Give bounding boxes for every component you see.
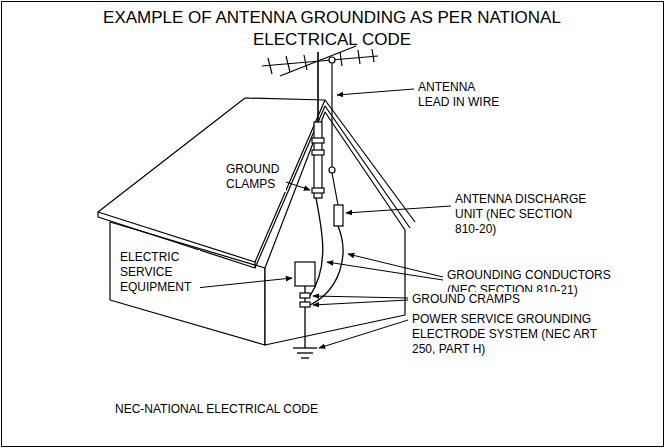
leader-line — [319, 320, 408, 348]
ground-clamp — [300, 293, 310, 298]
antenna-element — [286, 56, 290, 72]
leader-line — [348, 254, 443, 277]
leader-line — [337, 89, 414, 95]
ground-clamp — [312, 188, 324, 193]
roof-edge — [325, 100, 415, 222]
leader-line — [313, 296, 408, 298]
antenna-element — [304, 55, 307, 70]
antenna-element — [358, 50, 360, 64]
leader-line — [346, 206, 451, 213]
ground-clamp — [312, 150, 324, 155]
title: EXAMPLE OF ANTENNA GROUNDING AS PER NATI… — [62, 7, 602, 51]
grounding-conductor — [310, 198, 323, 296]
antenna-element — [372, 49, 374, 62]
mast-tube — [314, 122, 322, 198]
service-equipment — [295, 262, 315, 286]
ground-symbol — [297, 352, 313, 353]
antenna-mast — [317, 52, 319, 122]
lead-in-terminal — [329, 57, 335, 63]
roof — [98, 98, 325, 262]
antenna-element — [268, 58, 272, 74]
callout-label: GROUND CRAMPS — [412, 292, 562, 307]
footnote: NEC-NATIONAL ELECTRICAL CODE — [115, 402, 435, 417]
callout-label: ANTENNA DISCHARGE UNIT (NEC SECTION 810-… — [455, 192, 593, 237]
ground-symbol — [301, 357, 309, 358]
lead-in-wire — [331, 63, 332, 167]
discharge-unit — [334, 205, 343, 226]
ground-clamp — [300, 302, 310, 307]
lead-in-wire — [332, 173, 338, 205]
leader-line — [313, 300, 408, 305]
standoff — [329, 167, 335, 173]
antenna-element — [340, 52, 342, 66]
callout-label: ELECTRIC SERVICE EQUIPMENT — [120, 250, 200, 295]
leader-line — [327, 262, 443, 280]
callout-label: POWER SERVICE GROUNDING ELECTRODE SYSTEM… — [412, 312, 600, 357]
callout-label: ANTENNA LEAD IN WIRE — [418, 80, 508, 110]
antenna-boom — [262, 56, 378, 66]
ground-clamp — [312, 138, 324, 143]
leader-line — [286, 182, 310, 190]
leader-line — [196, 278, 292, 288]
callout-label: GROUND CLAMPS — [226, 162, 286, 192]
grounding-conductor — [310, 226, 343, 305]
ground-symbol — [293, 347, 317, 348]
